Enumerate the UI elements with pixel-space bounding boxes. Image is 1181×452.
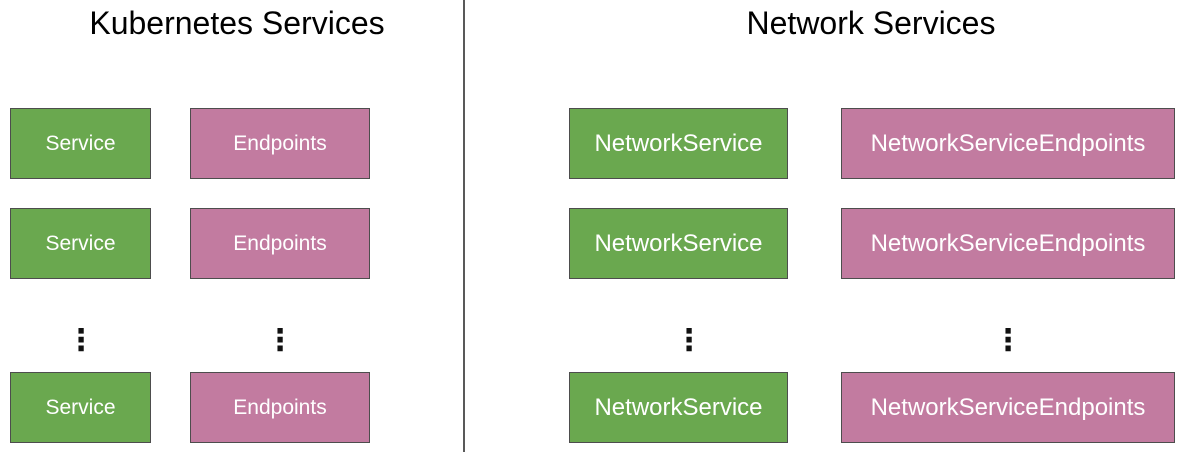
network-service-box: NetworkService [569,208,788,279]
network-service-box: NetworkService [569,372,788,443]
vertical-ellipsis: ⋮ [674,323,704,358]
endpoints-box: Endpoints [190,208,370,279]
network-service-endpoints-box: NetworkServiceEndpoints [841,372,1175,443]
service-box: Service [10,372,151,443]
right-panel-title: Network Services [746,5,996,41]
panel-divider-line [463,0,465,452]
vertical-ellipsis: ⋮ [265,323,295,358]
network-service-endpoints-box: NetworkServiceEndpoints [841,208,1175,279]
left-panel-title: Kubernetes Services [89,5,385,41]
network-service-endpoints-box: NetworkServiceEndpoints [841,108,1175,179]
endpoints-box: Endpoints [190,108,370,179]
vertical-ellipsis: ⋮ [993,323,1023,358]
service-box: Service [10,208,151,279]
service-box: Service [10,108,151,179]
endpoints-box: Endpoints [190,372,370,443]
vertical-ellipsis: ⋮ [66,323,96,358]
network-service-box: NetworkService [569,108,788,179]
